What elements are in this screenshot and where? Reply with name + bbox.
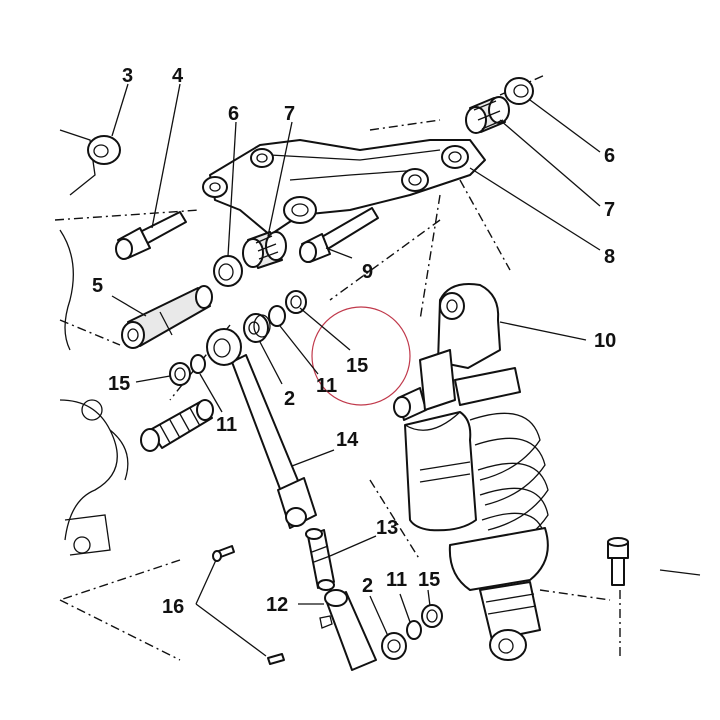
stud-13 (305, 528, 335, 591)
shock-absorber-10 (393, 283, 549, 661)
callout-7-left: 7 (284, 103, 295, 125)
sleeve-5 (121, 285, 213, 349)
callout-11-bottom: 11 (386, 569, 407, 591)
callout-14: 14 (336, 429, 359, 451)
callout-11-mid: 11 (316, 375, 337, 397)
callout-6-left: 6 (228, 103, 239, 125)
callout-13: 13 (376, 517, 398, 539)
lower-eye-12 (319, 589, 377, 671)
callout-10: 10 (594, 330, 616, 352)
bolt-16 (212, 545, 285, 665)
ring-11-left (190, 354, 206, 374)
bearing-7-right (465, 96, 510, 134)
tie-rod-14 (206, 328, 317, 529)
callout-6-right: 6 (604, 145, 615, 167)
seal-15-left (169, 362, 191, 386)
callout-15-left: 15 (108, 373, 130, 395)
callout-5: 5 (92, 275, 103, 297)
rocker-arm (202, 139, 486, 236)
washer-3 (87, 135, 121, 165)
spacer-2-bottom (381, 632, 407, 660)
callout-8: 8 (604, 246, 615, 268)
callout-15-bottom: 15 (418, 569, 440, 591)
callout-3: 3 (122, 65, 133, 87)
callout-7-right: 7 (604, 199, 615, 221)
ring-11-bottom (406, 620, 422, 640)
spacer-2-mid (243, 313, 271, 343)
callout-11-left: 11 (216, 414, 237, 436)
seal-15-mid (285, 290, 307, 314)
bearing-7-left (242, 231, 287, 269)
threaded-adjuster (140, 399, 214, 452)
frame-outline (54, 74, 701, 661)
seal-15-bottom (421, 604, 443, 628)
leader-lines (111, 83, 601, 657)
callout-9: 9 (362, 261, 373, 283)
callout-12: 12 (266, 594, 288, 616)
callout-15-circle: 15 (346, 355, 368, 377)
callout-labels: 3 4 6 7 6 7 8 9 5 10 15 15 2 11 11 14 13… (92, 65, 616, 618)
callout-16: 16 (162, 596, 184, 618)
callout-2-mid: 2 (284, 388, 295, 410)
highlight-circle (311, 306, 411, 406)
bolt-9 (299, 207, 379, 263)
ring-6-left (213, 255, 243, 287)
ring-11-mid (268, 305, 286, 327)
ring-6-right (504, 77, 534, 105)
shock-mount-bolt (607, 537, 629, 586)
bolt-4 (115, 211, 187, 260)
callout-4: 4 (172, 65, 184, 87)
callout-2-bottom: 2 (362, 575, 373, 597)
